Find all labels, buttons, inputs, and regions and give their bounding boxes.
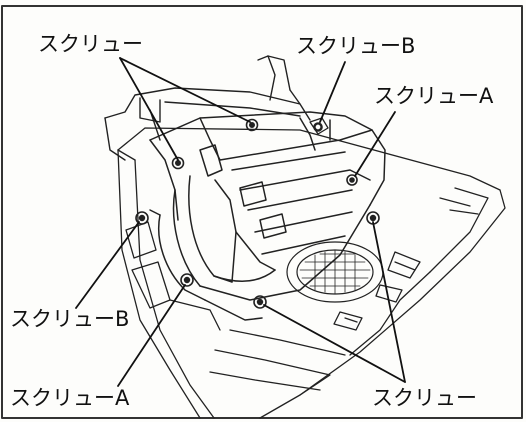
screw-top-left-2 xyxy=(245,118,259,132)
leader-bottom-right-b xyxy=(372,221,406,383)
label-screw-b-left: スクリューB xyxy=(10,307,130,331)
cylinder-unit xyxy=(149,111,386,321)
base-tray xyxy=(117,127,506,419)
leader-top-left-a xyxy=(119,57,179,161)
label-screw-top-left: スクリュー xyxy=(38,32,143,56)
screw-b-top xyxy=(313,122,323,132)
rear-housing xyxy=(104,55,311,161)
leader-b-left xyxy=(75,221,140,309)
screw-b-left xyxy=(135,211,149,225)
label-screw-a-bottom: スクリューA xyxy=(10,386,130,410)
leader-a-bottom xyxy=(117,284,186,387)
label-screw-bottom-right: スクリュー xyxy=(372,386,477,410)
leader-lines xyxy=(75,57,406,387)
screw-a-right xyxy=(346,174,358,186)
leader-top-left-b xyxy=(119,57,251,123)
leader-a-right xyxy=(354,111,396,177)
screw-bottom-right-1 xyxy=(253,295,267,309)
label-screw-a-right: スクリューA xyxy=(374,84,494,108)
vent-grille xyxy=(286,241,384,303)
frame-border xyxy=(1,5,523,419)
screw-a-bottom xyxy=(180,273,194,287)
leader-b-top xyxy=(319,61,346,123)
label-screw-b-top: スクリューB xyxy=(296,34,416,58)
leader-bottom-right-a xyxy=(263,304,406,383)
